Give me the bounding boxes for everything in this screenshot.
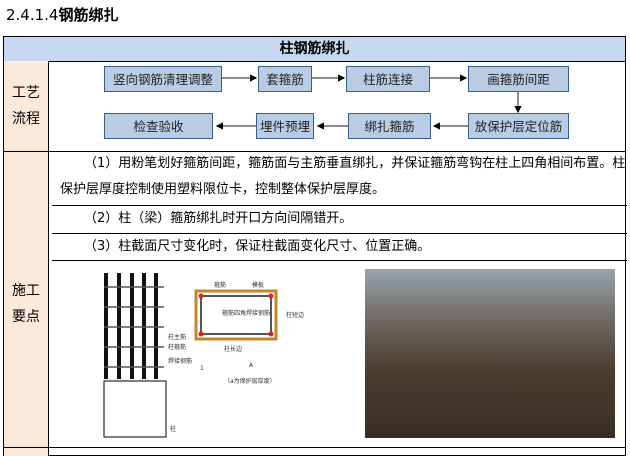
svg-text:柱长边: 柱长边 [224, 345, 242, 353]
svg-text:柱主筋: 柱主筋 [168, 333, 186, 341]
row-label-process: 工艺流程 [4, 61, 49, 151]
point-3: （3）柱截面尺寸变化时，保证柱截面变化尺寸、位置正确。 [84, 239, 431, 254]
stirrup-drawing: 柱主筋 柱箍筋 焊接钢筋 柱 箍筋 模板 箍筋四角焊接钢筋 柱长边 柱短边 A … [103, 273, 304, 438]
point-2: （2）柱（梁）箍筋绑扎时开口方向间隔错开。 [84, 211, 353, 226]
divider [4, 447, 625, 448]
row-label-points: 施工要点 [4, 151, 49, 456]
flow-step-1: 竖向钢筋清理调整 [104, 66, 222, 92]
flow-step-3: 柱筋连接 [346, 66, 430, 92]
flow-arrows [215, 74, 522, 130]
svg-text:箍筋: 箍筋 [214, 281, 226, 289]
flow-step-4: 画箍筋间距 [468, 66, 569, 92]
divider [52, 233, 627, 234]
point-1: （1）用粉笔划好箍筋间距，箍筋面与主筋垂直绑扎，并保证箍筋弯钩在柱上四角相间布置… [60, 156, 626, 197]
flow-step-7: 埋件预埋 [256, 113, 314, 139]
svg-text:模板: 模板 [252, 281, 264, 289]
flow-step-2: 套箍筋 [258, 66, 312, 92]
svg-text:（a为保护层厚度）: （a为保护层厚度） [224, 377, 276, 385]
row-divider [4, 151, 625, 152]
svg-text:1: 1 [200, 365, 204, 372]
svg-text:柱: 柱 [170, 425, 176, 433]
table-header: 柱钢筋绑扎 [4, 37, 625, 62]
svg-text:柱箍筋: 柱箍筋 [168, 343, 186, 351]
svg-text:柱短边: 柱短边 [286, 311, 304, 319]
section-heading: 2.4.1.4钢筋绑扎 [6, 6, 119, 24]
flow-step-5: 放保护层定位筋 [468, 113, 569, 139]
divider [52, 205, 627, 206]
svg-text:A: A [249, 362, 254, 369]
divider [52, 260, 627, 261]
rebar-column-photo [365, 269, 615, 438]
svg-text:箍筋四角焊接钢筋: 箍筋四角焊接钢筋 [222, 309, 270, 317]
flow-step-6: 绑扎箍筋 [348, 113, 431, 139]
svg-text:焊接钢筋: 焊接钢筋 [168, 357, 192, 365]
flow-step-8: 检查验收 [104, 113, 213, 139]
construction-table: 柱钢筋绑扎 工艺流程 施工要点 竖向钢筋清理调整 套箍筋 柱筋连接 画箍筋间距 … [3, 36, 627, 456]
